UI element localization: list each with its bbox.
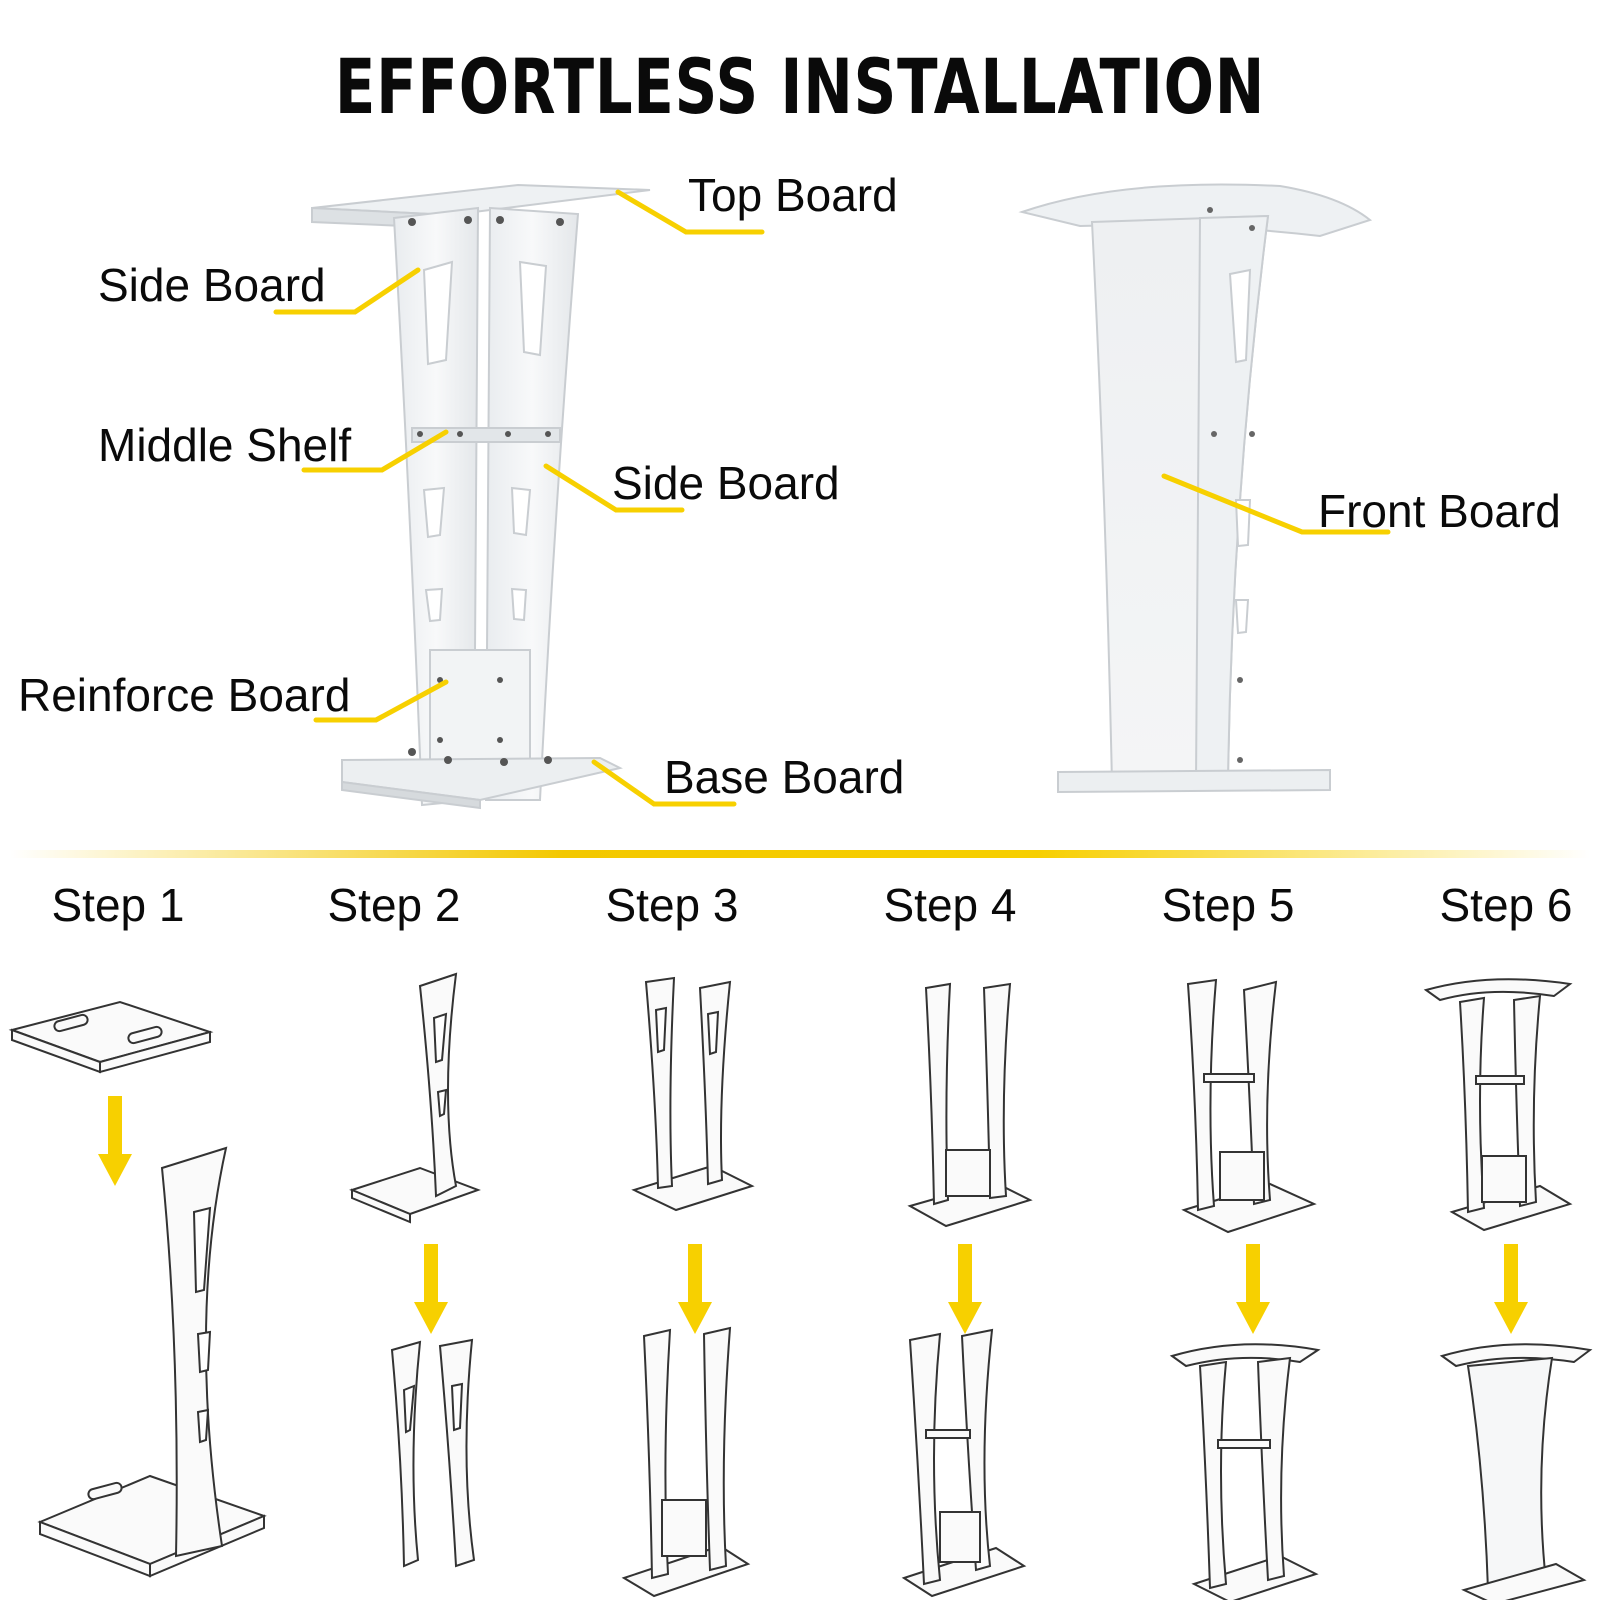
step-label-3: Step 3 (605, 879, 739, 931)
step-2-drawing (349, 972, 481, 1568)
arrow-down-icon (98, 1096, 132, 1186)
step-label-6: Step 6 (1439, 879, 1573, 931)
step-arrows (98, 1096, 1528, 1334)
label-top-board: Top Board (688, 169, 898, 221)
step-illustrations (8, 972, 1593, 1600)
label-side-board-left: Side Board (98, 259, 326, 311)
label-middle-shelf: Middle Shelf (98, 419, 352, 471)
arrow-down-icon (1494, 1244, 1528, 1334)
step-5-drawing (1169, 978, 1321, 1600)
step-label-5: Step 5 (1161, 879, 1295, 931)
label-reinforce-board: Reinforce Board (18, 669, 351, 721)
step-1-drawing (8, 1000, 267, 1578)
section-divider (10, 850, 1590, 858)
label-base-board: Base Board (664, 751, 905, 803)
podium-front-view (1018, 183, 1373, 794)
arrow-down-icon (1236, 1244, 1270, 1334)
leader-lines (273, 189, 1391, 807)
arrow-down-icon (414, 1244, 448, 1334)
step-3-drawing (621, 976, 755, 1598)
step-4-drawing (901, 982, 1033, 1598)
page-title: EFFORTLESS INSTALLATION (334, 42, 1266, 131)
label-front-board: Front Board (1318, 485, 1561, 537)
arrow-down-icon (678, 1244, 712, 1334)
step-label-4: Step 4 (883, 879, 1017, 931)
podium-open-view (311, 183, 651, 810)
arrow-down-icon (948, 1244, 982, 1334)
step-6-drawing (1423, 978, 1593, 1600)
label-side-board-right: Side Board (612, 457, 840, 509)
step-label-2: Step 2 (327, 879, 461, 931)
step-label-1: Step 1 (51, 879, 185, 931)
